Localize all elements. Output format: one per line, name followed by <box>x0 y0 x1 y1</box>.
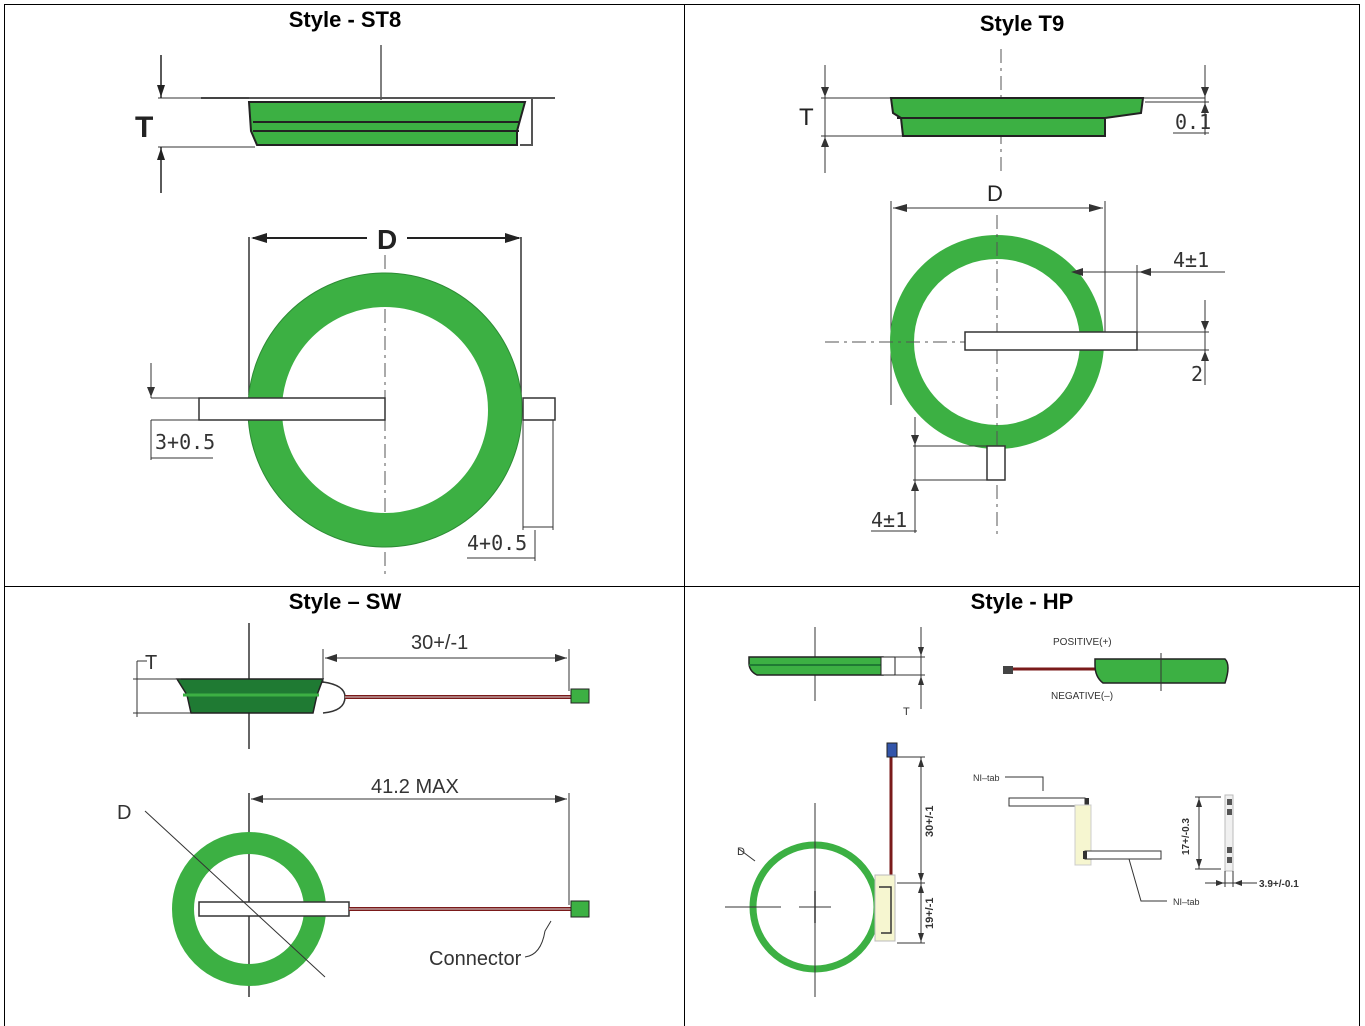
st8-side-view: T <box>135 45 555 193</box>
hp-negative-label: NEGATIVE(–) <box>1051 691 1113 702</box>
sw-tab <box>198 901 350 917</box>
panel-style-hp: Style - HP T POSITIVE(+) NEGATIVE <box>684 586 1360 1026</box>
hp-ni-tab-detail: NI–tab NI–tab 17+/-0.3 <box>973 773 1299 907</box>
hp-dim-39: 3.9+/-0.1 <box>1259 879 1299 890</box>
t9-bottom-offset: 4±1 <box>871 508 907 532</box>
t9-t-label: T <box>799 104 814 131</box>
panel-title-sw: Style – SW <box>288 589 402 614</box>
hp-top-view: D 30+/-1 19+/-1 <box>725 742 936 997</box>
t9-vertical-tab <box>986 445 1006 481</box>
hp-dim-30: 30+/-1 <box>924 806 936 838</box>
st8-d-label: D <box>377 224 397 255</box>
t9-thickness: 0.1 <box>1175 110 1211 134</box>
st8-top-view: D 3+0.5 4+0.5 <box>147 224 556 575</box>
battery-styles-grid: Style - ST8 T <box>4 4 1360 1026</box>
panel-title-st8: Style - ST8 <box>288 7 402 32</box>
sw-t-label: T <box>145 652 157 674</box>
st8-dim-right: 4+0.5 <box>467 531 527 555</box>
t9-tab-width: 2 <box>1191 362 1203 386</box>
t9-top-view: D 4±1 2 <box>825 181 1225 539</box>
sw-top-view: 41.2 MAX D Connector <box>117 776 590 997</box>
sw-max-length: 41.2 MAX <box>371 776 459 798</box>
st8-t-label: T <box>135 111 153 144</box>
sw-connector-label: Connector <box>429 948 522 970</box>
st8-drawing: T D 3+0.5 <box>135 45 556 575</box>
hp-ni-tab-top-label: NI–tab <box>973 773 1000 783</box>
sw-wire-length: 30+/-1 <box>411 632 468 654</box>
hp-positive-label: POSITIVE(+) <box>1053 637 1112 648</box>
t9-tab-offset: 4±1 <box>1173 248 1209 272</box>
t9-side-view: T 0.1 <box>799 49 1211 173</box>
sw-side-view: T 30+/-1 <box>133 623 590 749</box>
hp-t-label: T <box>903 706 910 718</box>
hp-side-view-left: T <box>748 627 925 718</box>
hp-dim-17: 17+/-0.3 <box>1181 818 1192 855</box>
panel-style-st8: Style - ST8 T <box>4 4 686 588</box>
t9-horizontal-tab <box>964 331 1138 351</box>
st8-dim-left: 3+0.5 <box>155 430 215 454</box>
panel-title-t9: Style T9 <box>979 11 1065 36</box>
panel-title-hp: Style - HP <box>970 589 1074 614</box>
hp-dim-19: 19+/-1 <box>924 898 936 930</box>
hp-d-label: D <box>737 846 745 858</box>
panel-style-t9: Style T9 T 0.1 <box>684 4 1360 588</box>
st8-left-tab <box>198 397 386 421</box>
sw-d-label: D <box>117 802 131 824</box>
sw-connector <box>570 900 590 918</box>
panel-style-sw: Style – SW T 30+/-1 <box>4 586 686 1026</box>
t9-d-label: D <box>987 181 1003 206</box>
sw-drawing: T 30+/-1 41.2 MAX <box>117 623 590 997</box>
hp-drawing: T POSITIVE(+) NEGATIVE(–) D <box>725 627 1299 997</box>
t9-drawing: T 0.1 D <box>799 49 1225 539</box>
hp-side-view-right: POSITIVE(+) NEGATIVE(–) <box>1003 637 1229 702</box>
st8-right-tab <box>522 397 556 421</box>
hp-ni-tab-bottom-label: NI–tab <box>1173 897 1200 907</box>
